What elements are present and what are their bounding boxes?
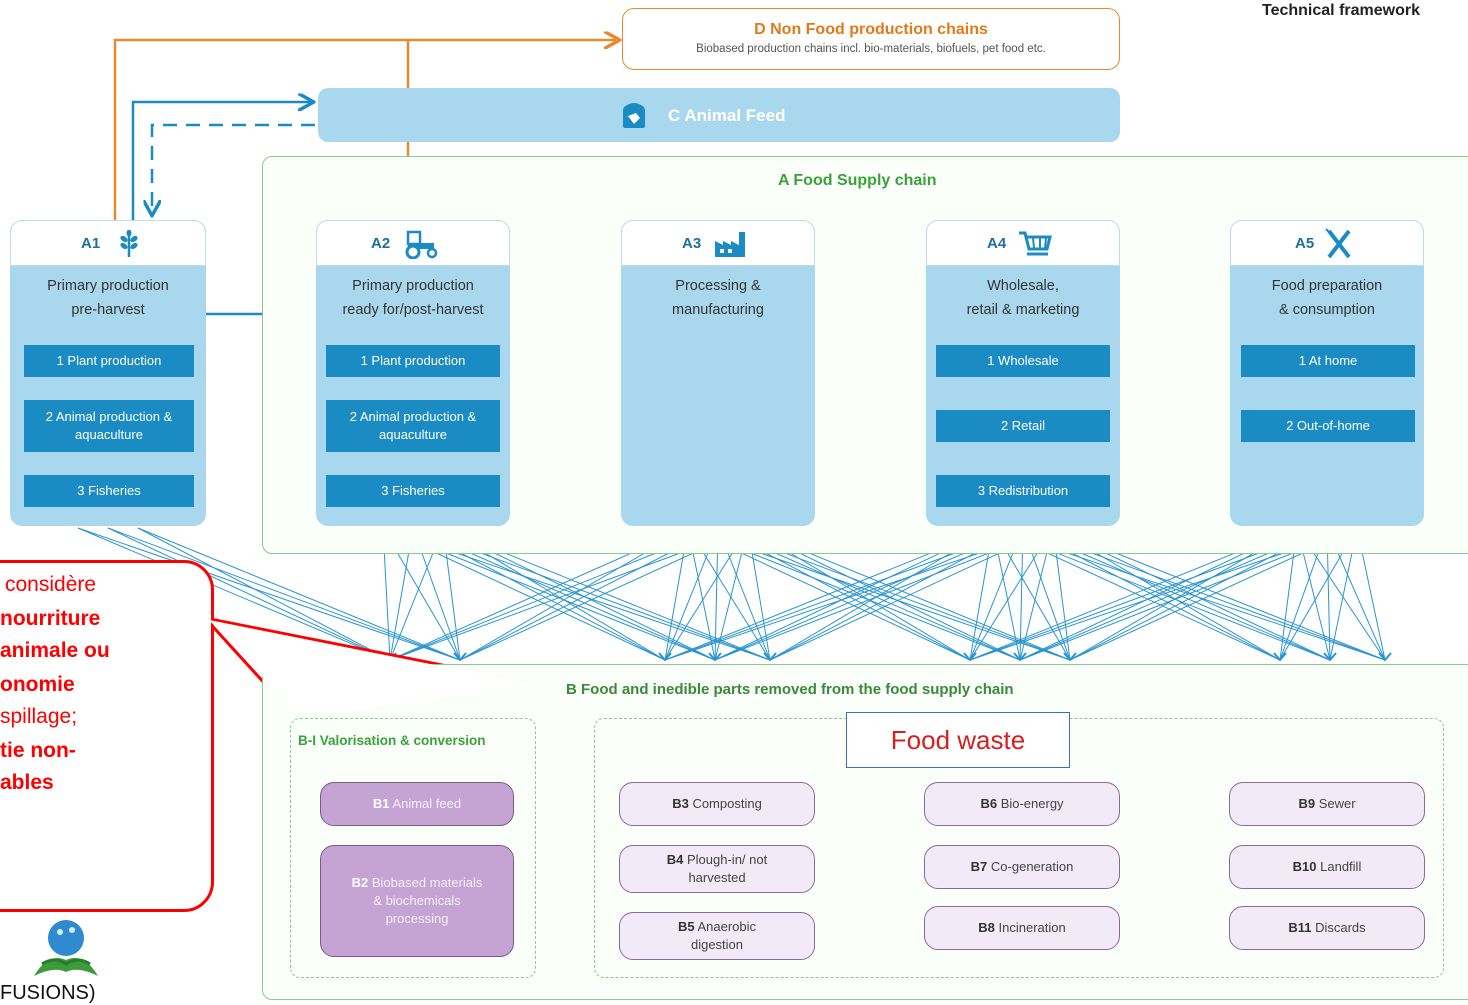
callout-line4: onomie (0, 673, 75, 696)
a5-item-at-home: 1 At home (1241, 345, 1415, 377)
column-a3-name: Processing & manufacturing (621, 274, 815, 322)
a1-item-animal: 2 Animal production & aquaculture (24, 400, 194, 452)
web-arrowhead (1323, 652, 1337, 662)
wheat-icon (120, 230, 138, 257)
b8-incineration: B8 Incineration (924, 906, 1120, 950)
callout-line2: nourriture (0, 607, 101, 630)
b5-anaerobic: B5 Anaerobic digestion (619, 912, 815, 960)
web-arrowhead (658, 652, 672, 662)
column-a5-name-line1: Food preparation (1271, 278, 1383, 294)
column-a4-code: A4 (987, 235, 1007, 252)
a2-item-fisheries: 3 Fisheries (326, 475, 500, 507)
column-a1-name-line2: pre-harvest (71, 302, 145, 318)
food-waste-label: Food waste (846, 712, 1070, 768)
a1-item-fisheries: 3 Fisheries (24, 475, 194, 507)
animal-feed-bar: C Animal Feed (318, 88, 1120, 142)
non-food-subtitle: Biobased production chains incl. bio-mat… (696, 43, 1046, 55)
framework-label: Technical framework (1262, 2, 1420, 19)
column-a1-code: A1 (81, 235, 101, 252)
food-supply-title: A Food Supply chain (778, 172, 937, 189)
valorisation-group (290, 718, 536, 978)
fusions-logo-icon (34, 920, 98, 976)
b2-biobased: B2 Biobased materials & biochemicals pro… (320, 845, 514, 957)
a2-item-animal: 2 Animal production & aquaculture (326, 400, 500, 452)
a1-item-plant: 1 Plant production (24, 345, 194, 377)
callout-line6: tie non- (0, 739, 76, 762)
web-arrowhead (963, 652, 977, 662)
b7-co-generation: B7 Co-generation (924, 845, 1120, 889)
column-a1-name: Primary production pre-harvest (10, 274, 206, 322)
column-a2-name: Primary production ready for/post-harves… (316, 274, 510, 322)
column-a5-header: A5 (1230, 220, 1424, 266)
column-a4-name-line2: retail & marketing (966, 302, 1080, 318)
callout-line3: animale ou (0, 639, 110, 662)
callout-line1: considère (5, 573, 97, 596)
column-a1-name-line1: Primary production (47, 278, 169, 294)
valorisation-title: B-I Valorisation & conversion (298, 733, 486, 748)
factory-icon (715, 232, 745, 257)
callout-line5: spillage; (0, 705, 78, 728)
cart-icon (1019, 231, 1052, 256)
web-arrowhead (763, 652, 777, 662)
non-food-title: D Non Food production chains (754, 21, 988, 38)
column-a3-name-line2: manufacturing (672, 302, 764, 318)
tractor-icon (405, 230, 438, 259)
column-a2-name-line2: ready for/post-harvest (342, 302, 484, 318)
column-a3 (621, 220, 815, 526)
column-a2-header: A2 (316, 220, 510, 266)
column-a2-code: A2 (371, 235, 391, 252)
b10-landfill: B10 Landfill (1229, 845, 1425, 889)
animal-feed-icon (623, 103, 645, 128)
column-a4-header: A4 (926, 220, 1120, 266)
column-a3-name-line1: Processing & (675, 278, 761, 294)
column-a4-name: Wholesale, retail & marketing (926, 274, 1120, 322)
column-a4-name-line1: Wholesale, (987, 278, 1059, 294)
b1-animal-feed: B1 Animal feed (320, 782, 514, 826)
footer-fusions-text: FUSIONS) (0, 982, 96, 1004)
column-a1-header: A1 (10, 220, 206, 266)
web-arrowhead (708, 652, 722, 662)
callout-box (0, 560, 214, 912)
a4-item-retail: 2 Retail (936, 410, 1110, 442)
column-a3-code: A3 (682, 235, 702, 252)
b4-plough-in: B4 Plough-in/ not harvested (619, 845, 815, 893)
column-a5-name-line2: & consumption (1279, 302, 1375, 318)
a4-item-wholesale: 1 Wholesale (936, 345, 1110, 377)
web-arrowhead (1013, 652, 1027, 662)
column-a5-code: A5 (1295, 235, 1315, 252)
callout-line7: ables (0, 771, 54, 794)
animal-feed-title: C Animal Feed (668, 106, 786, 125)
removed-title: B Food and inedible parts removed from t… (566, 681, 1014, 698)
column-a3-header: A3 (621, 220, 815, 266)
fork-knife-icon (1325, 228, 1351, 259)
a4-item-redistribution: 3 Redistribution (936, 475, 1110, 507)
a2-item-plant: 1 Plant production (326, 345, 500, 377)
column-a2-name-line1: Primary production (352, 278, 474, 294)
column-a5-name: Food preparation & consumption (1230, 274, 1424, 322)
web-arrowhead (1378, 652, 1392, 662)
b6-bio-energy: B6 Bio-energy (924, 782, 1120, 826)
a5-item-out-of-home: 2 Out-of-home (1241, 410, 1415, 442)
non-food-chains-box: D Non Food production chains Biobased pr… (622, 8, 1120, 70)
b3-composting: B3 Composting (619, 782, 815, 826)
b9-sewer: B9 Sewer (1229, 782, 1425, 826)
web-arrowhead (1273, 652, 1287, 662)
b11-discards: B11 Discards (1229, 906, 1425, 950)
web-arrowhead (1063, 652, 1077, 662)
